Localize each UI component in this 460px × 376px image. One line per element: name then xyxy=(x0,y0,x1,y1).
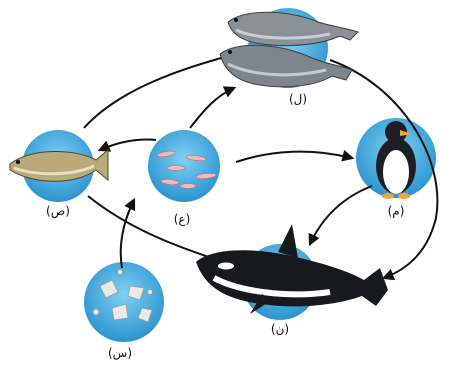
krill-label: (ع) xyxy=(174,212,191,226)
seals-label: (ل) xyxy=(289,92,307,106)
penguin-label: (م) xyxy=(388,204,405,218)
krill-circle xyxy=(148,130,220,202)
arrow-penguin-to-orca xyxy=(310,186,372,244)
plankton-label: (س) xyxy=(108,346,132,360)
plankton-circle xyxy=(84,262,164,342)
arrow-krill-to-seals xyxy=(190,88,234,128)
fish-label: (ص) xyxy=(46,204,70,218)
seal-icon xyxy=(220,45,352,87)
arrow-fish-to-seals xyxy=(84,52,244,128)
seal-icon xyxy=(228,12,358,45)
arrow-fish-to-orca xyxy=(88,196,230,264)
arrow-krill-to-penguin xyxy=(236,152,352,162)
orca-icon xyxy=(196,224,388,314)
arrow-plankton-to-krill xyxy=(121,200,134,268)
orca-label: (ن) xyxy=(271,322,289,336)
arrow-krill-to-fish xyxy=(100,139,156,150)
